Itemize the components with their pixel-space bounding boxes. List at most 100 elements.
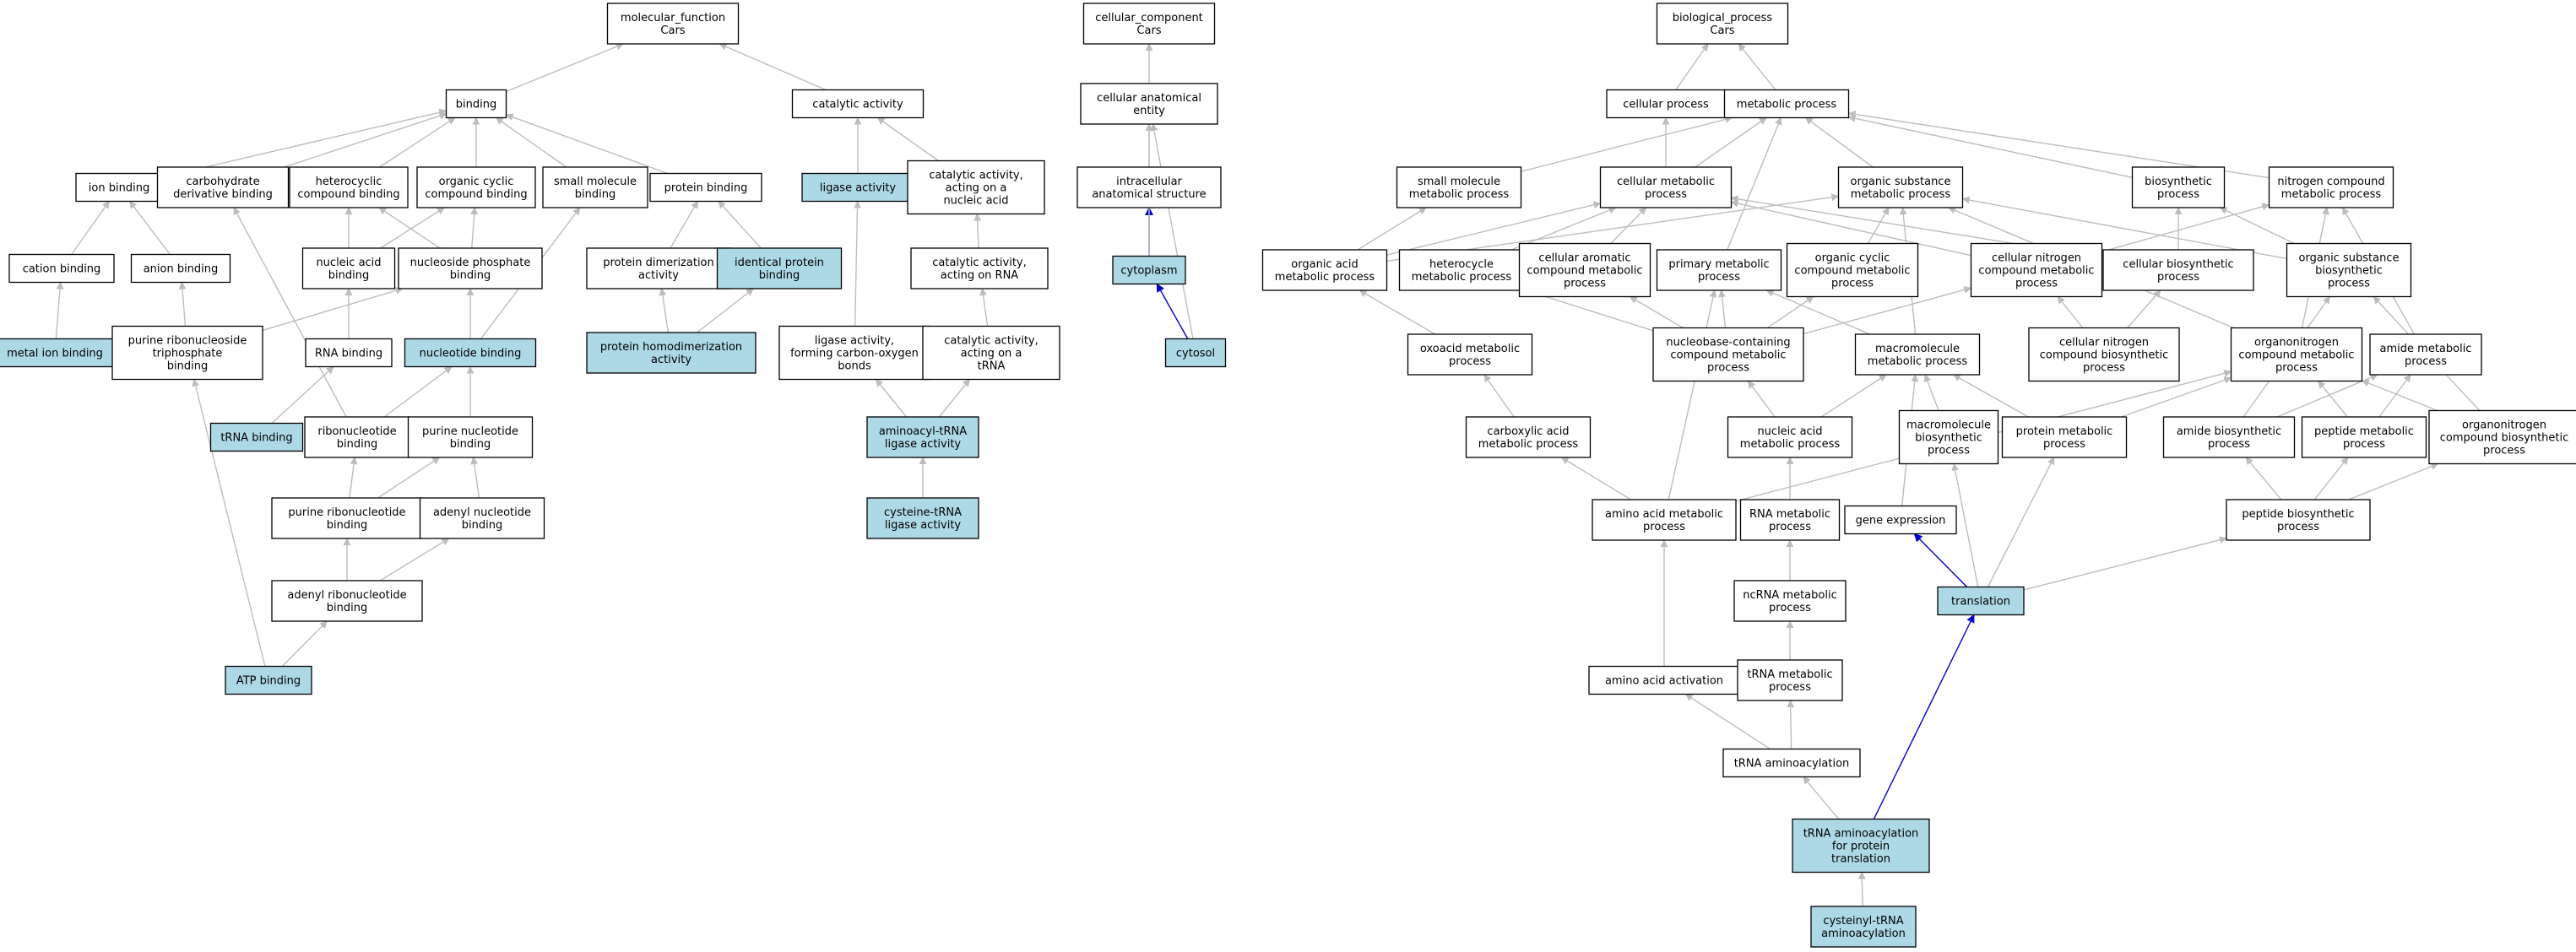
edge-nucleoside-phosphate-binding-to-organic-cyclic-compound-binding (470, 207, 479, 249)
go-term-box (111, 325, 263, 381)
go-term-label-line: catalytic activity (812, 99, 903, 111)
go-term-label-line: compound metabolic (1527, 265, 1642, 278)
go-term-label: binding (456, 99, 496, 111)
go-term-box (301, 247, 396, 289)
edge-catalytic-activity-to-molecular-function (719, 43, 827, 91)
go-term-label-line: protein metabolic (2016, 425, 2113, 438)
edge-cellular-nitrogen-compound-biosynthetic-process-to-cellular-nitrogen-compound-metabolic-process (2057, 295, 2084, 328)
go-term-label-line: cellular metabolic (1617, 176, 1715, 188)
go-term-box (404, 338, 537, 368)
go-term-label-line: binding (456, 99, 496, 111)
go-term-label-line: organonitrogen (2254, 337, 2339, 349)
go-term-label-line: process (1645, 188, 1687, 201)
go-term-label-line: metabolic process (1737, 99, 1837, 111)
go-term-label-line: compound binding (425, 188, 527, 201)
go-term-box (1898, 409, 1999, 465)
go-term-label-line: cytoplasm (1120, 265, 1177, 278)
go-term-label-line: ribonucleotide (317, 425, 396, 438)
go-term-label-line: tRNA (978, 360, 1006, 373)
go-term-label-line: organonitrogen (2462, 419, 2546, 432)
go-term-label-line: ncRNA metabolic (1743, 589, 1836, 602)
edge-catalytic-activity-nucleic-acid-to-catalytic-activity (876, 116, 939, 162)
edge-atp-binding-to-adenyl-ribonucleotide-binding (281, 620, 328, 667)
go-term-label-line: heterocycle (1429, 258, 1494, 271)
go-term-box (1599, 166, 1733, 208)
go-term-box (907, 160, 1045, 215)
go-term-label: RNA binding (315, 348, 382, 360)
go-term-label-line: binding (327, 519, 367, 532)
edge-translation-to-peptide-biosynthetic-process (2023, 536, 2227, 591)
go-term-label-line: cysteinyl-tRNA (1823, 915, 1903, 928)
edge-oxoacid-metabolic-process-to-organic-acid-metabolic-process (1359, 289, 1436, 335)
edge-ligase-activity-co-to-ligase-activity (853, 200, 861, 327)
go-term-label-line: metabolic process (2281, 188, 2382, 201)
edge-organic-substance-biosynthetic-process-to-organic-substance-metabolic-process (1961, 196, 2287, 260)
go-term-label-line: derivative binding (173, 188, 273, 201)
go-term-label-line: triphosphate (153, 348, 223, 360)
go-term-label-line: organic substance (1851, 176, 1951, 188)
edge-ribonucleotide-binding-to-nucleotide-binding (383, 365, 453, 418)
go-term-box (2286, 242, 2412, 298)
go-term-box (2268, 166, 2394, 208)
go-term-box (586, 332, 757, 374)
edge-purine-ribonucleotide-binding-to-purine-nucleotide-binding (377, 457, 441, 499)
go-term-cytosol: cytosol (1164, 338, 1227, 368)
go-term-label-line: entity (1133, 105, 1165, 117)
go-term-label-line: process (1831, 278, 1874, 290)
go-term-label-line: catalytic activity, (932, 257, 1027, 269)
go-term-label-line: metabolic process (1409, 188, 1510, 201)
go-term-box (866, 416, 979, 458)
go-term-box (1398, 249, 1525, 291)
go-term-label-line: RNA metabolic (1749, 508, 1830, 521)
go-term-label-line: compound biosynthetic (2440, 432, 2569, 445)
go-term-label-line: process (2277, 521, 2319, 533)
go-term-label-line: catalytic activity, (944, 335, 1039, 348)
go-term-label-line: process (2483, 445, 2525, 457)
go-term-box (305, 338, 393, 368)
go-term-label: cation binding (23, 263, 101, 276)
go-term-box (1739, 499, 1841, 541)
go-term-label-line: process (1643, 521, 1685, 533)
edge-organic-substance-metabolic-process-to-metabolic-process (1804, 116, 1874, 168)
go-term-label-line: carboxylic acid (1487, 425, 1569, 438)
go-term-label-line: process (1928, 445, 1970, 457)
go-term-label: metal ion binding (7, 348, 103, 360)
go-term-label-line: small molecule (554, 176, 637, 188)
edge-cellular-aromatic-compound-metabolic-process-to-cellular-metabolic-process (1610, 207, 1647, 244)
edge-protein-homodimerization-activity-to-identical-protein-binding (697, 288, 754, 333)
go-term-box (1792, 818, 1930, 874)
go-term-ion-binding: ion binding (75, 172, 163, 203)
go-term-box (2369, 333, 2482, 376)
edge-peptide-biosynthetic-process-to-peptide-metabolic-process (2313, 457, 2349, 500)
go-term-label-line: heterocyclic (316, 176, 382, 188)
edge-small-molecule-metabolic-process-to-metabolic-process (1521, 116, 1733, 172)
go-term-label-line: anatomical structure (1092, 188, 1206, 201)
